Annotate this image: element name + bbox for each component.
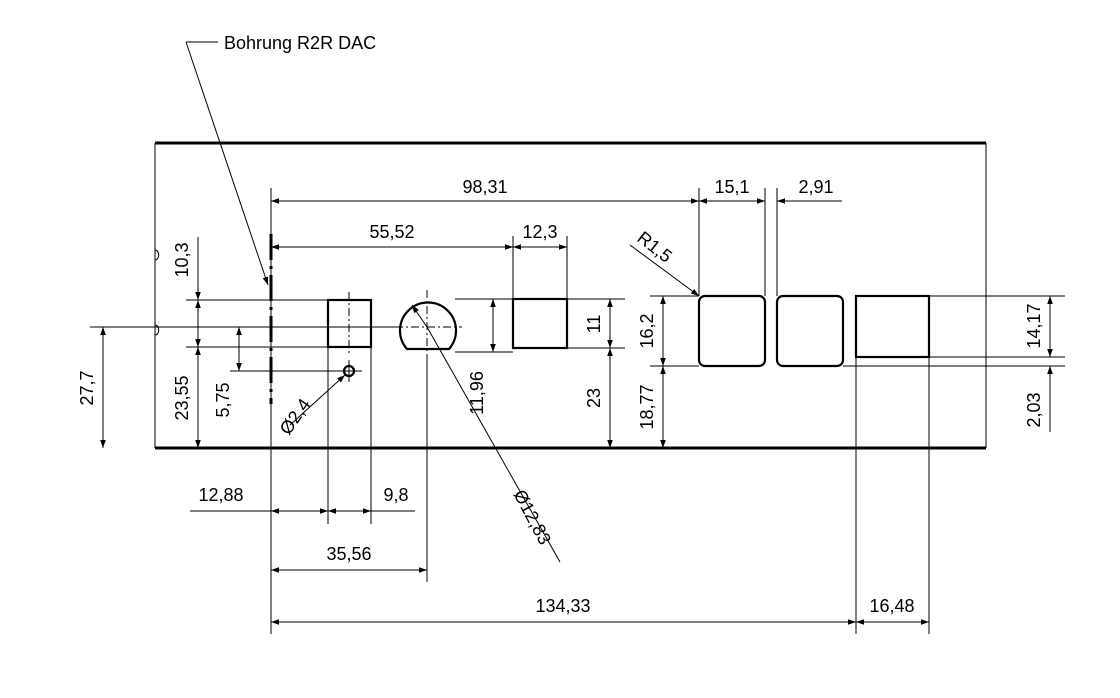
dim-dia-12-83: Ø12,83 bbox=[510, 486, 555, 548]
dim-2-03: 2,03 bbox=[1024, 392, 1044, 427]
dim-15-1: 15,1 bbox=[714, 177, 749, 197]
dim-55-52: 55,52 bbox=[369, 222, 414, 242]
dim-12-88: 12,88 bbox=[198, 485, 243, 505]
dim-9-8: 9,8 bbox=[383, 485, 408, 505]
dim-18-77: 18,77 bbox=[637, 384, 657, 429]
dim-98-31: 98,31 bbox=[462, 177, 507, 197]
dim-11: 11 bbox=[584, 315, 604, 334]
dim-r1-5: R1,5 bbox=[634, 227, 676, 266]
dim-14-17: 14,17 bbox=[1024, 303, 1044, 348]
dimension-labels: Bohrung R2R DAC 98,31 15,1 2,91 55,52 12… bbox=[77, 33, 1044, 616]
dim-5-75: 5,75 bbox=[213, 382, 233, 417]
large-round-cutout bbox=[395, 290, 462, 362]
dim-23: 23 bbox=[584, 388, 604, 408]
square-cutout-2 bbox=[511, 297, 569, 350]
small-hole bbox=[336, 360, 362, 382]
rounded-cutouts bbox=[697, 294, 931, 368]
dim-dia-2-4: Ø2,4 bbox=[276, 395, 315, 438]
dim-12-3: 12,3 bbox=[522, 222, 557, 242]
dim-35-56: 35,56 bbox=[326, 544, 371, 564]
dim-23-55: 23,55 bbox=[172, 375, 192, 420]
dim-10-3: 10,3 bbox=[172, 242, 192, 277]
extension-lines bbox=[90, 188, 1065, 634]
label-bohrung: Bohrung R2R DAC bbox=[224, 33, 376, 53]
dim-16-2: 16,2 bbox=[637, 313, 657, 348]
board-outline bbox=[154, 141, 987, 450]
dimension-lines bbox=[100, 41, 1053, 625]
dim-27-7: 27,7 bbox=[77, 370, 97, 405]
dim-16-48: 16,48 bbox=[869, 596, 914, 616]
small-square-cutout bbox=[326, 292, 373, 356]
dim-134-33: 134,33 bbox=[535, 596, 590, 616]
dim-2-91: 2,91 bbox=[798, 177, 833, 197]
dim-11-96: 11,96 bbox=[467, 371, 487, 415]
